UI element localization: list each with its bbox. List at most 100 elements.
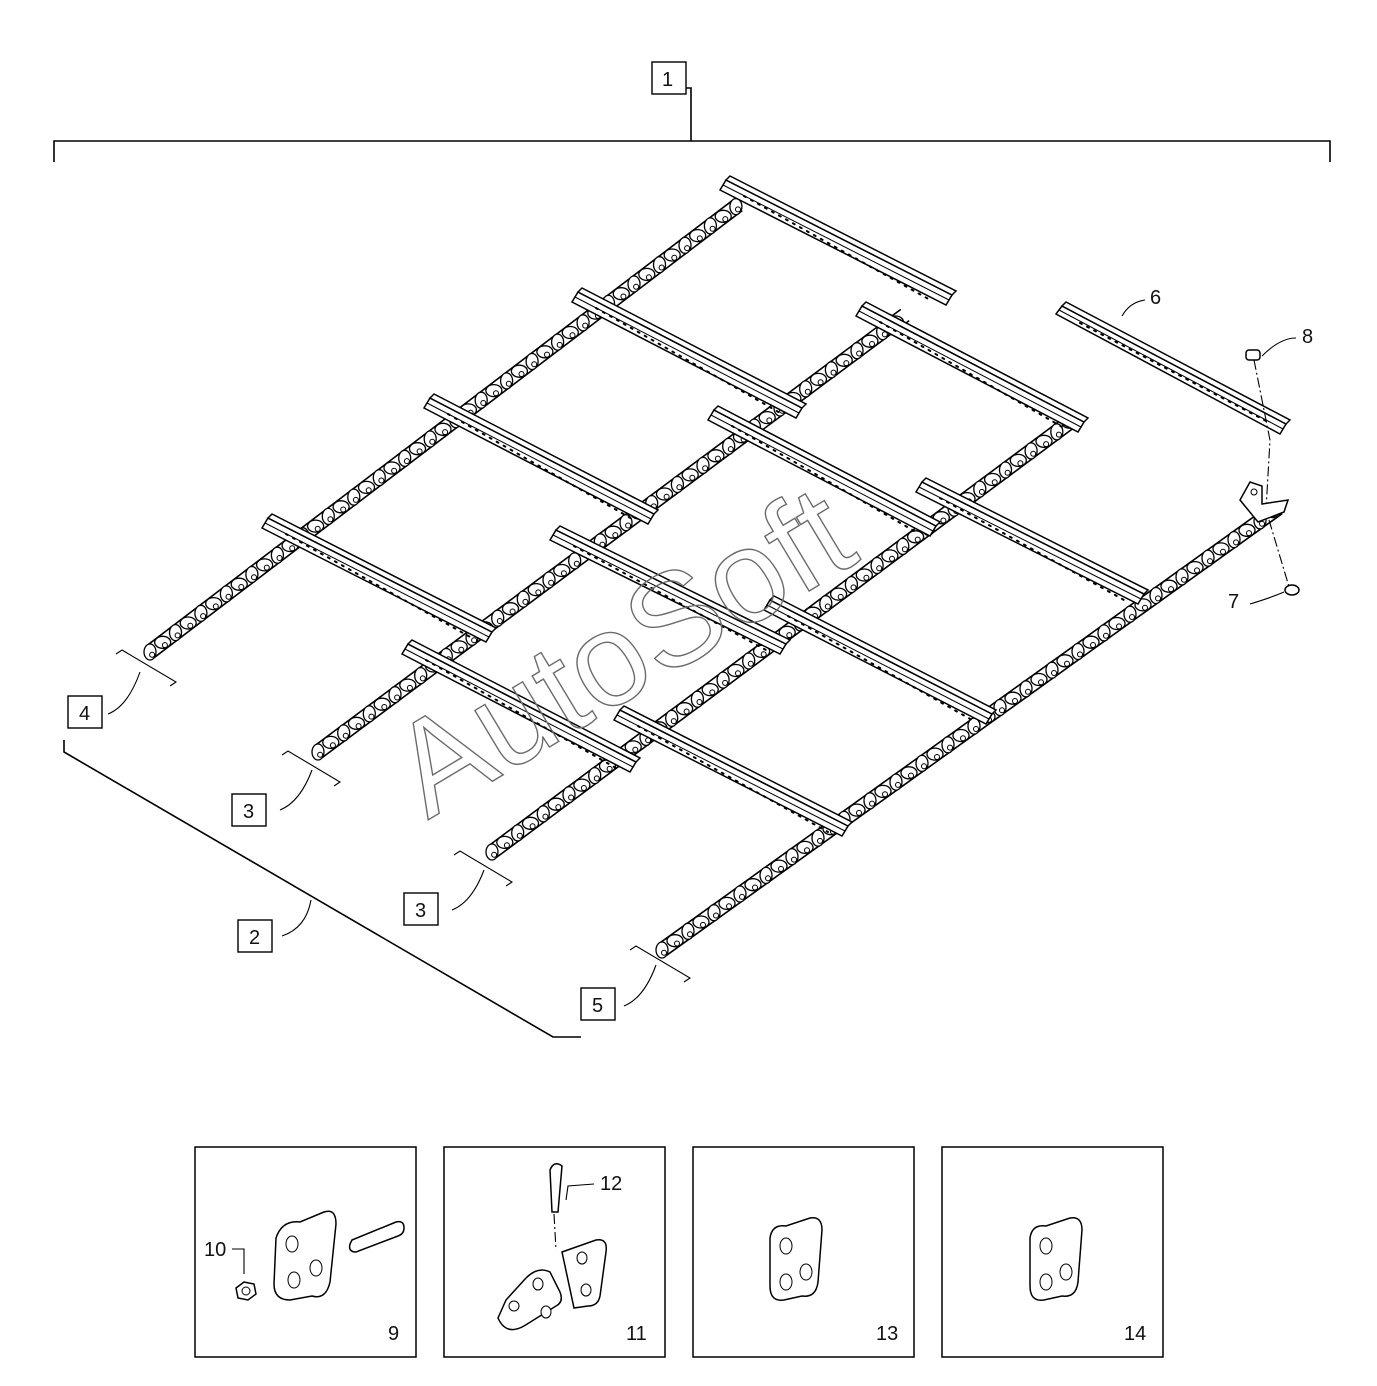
chain-roller (915, 754, 929, 773)
slat-bar (260, 513, 498, 643)
chain-pin (1017, 460, 1024, 467)
chain-pin (340, 506, 347, 513)
chain-pin (908, 772, 914, 779)
chain-pin (544, 351, 550, 358)
chain-pin (516, 832, 523, 839)
chain-pin (671, 254, 678, 261)
chain-pin (329, 742, 336, 749)
chain-pin (739, 893, 745, 900)
chain-pin (683, 708, 690, 715)
chain-pin (934, 754, 940, 760)
chain-roller (270, 546, 285, 564)
chain-roller (194, 604, 208, 622)
chain-pin (1051, 670, 1057, 676)
panel-13-number: 13 (876, 1323, 898, 1345)
chain-roller (799, 380, 813, 398)
chain-pin (901, 546, 908, 553)
panel-13: 13 (692, 1146, 915, 1358)
chain-pin (1181, 576, 1187, 583)
chain-pin (722, 679, 729, 686)
chain-pin (778, 865, 784, 872)
chain-pin (522, 598, 529, 605)
chain-pin (394, 694, 401, 701)
chain-pin (1207, 558, 1213, 565)
chain-pin (391, 467, 398, 474)
chain-pin (1233, 539, 1239, 546)
chain-pin (251, 574, 257, 581)
chain-pin (225, 593, 232, 600)
slat-bar (854, 301, 1090, 433)
chain-pin (999, 707, 1005, 714)
chain-pin (804, 847, 810, 854)
chain-pin (548, 579, 555, 586)
callout-7: 7 (1228, 591, 1239, 613)
chain-pin (727, 446, 734, 453)
chain-pin (403, 458, 410, 465)
chain-pin (212, 603, 219, 610)
panel-11-number: 11 (626, 1323, 647, 1345)
chain-pin (1077, 651, 1083, 658)
chain-pin (1103, 632, 1109, 639)
chain-roller (542, 571, 556, 589)
callout-3a: 3 (243, 801, 254, 823)
chain-pin (940, 517, 947, 524)
chain-pin (161, 642, 168, 649)
callout-2: 2 (249, 927, 260, 949)
chain-pin (573, 560, 580, 567)
chain-pin (722, 216, 729, 223)
chain-roller (896, 537, 910, 556)
chain-roller (973, 480, 987, 498)
chain-roller (722, 437, 736, 455)
chain-pin (276, 555, 283, 561)
chain-roller (670, 475, 685, 494)
chain-roller (681, 922, 695, 940)
chain-roller (759, 866, 773, 885)
chain-pin (684, 245, 691, 252)
slat-bar (762, 595, 998, 725)
chain-roller (474, 391, 488, 409)
chain-pin (752, 884, 758, 891)
chain-roller (525, 352, 539, 371)
chain-roller (1071, 642, 1085, 661)
chain-pin (625, 522, 632, 529)
chain-pin (830, 369, 837, 376)
chain-pin (869, 800, 875, 807)
chain-pin (817, 379, 824, 386)
chain-pin (881, 331, 888, 338)
chain-roller (414, 666, 428, 685)
chain-roller (1097, 624, 1111, 642)
slat-bar (400, 639, 642, 773)
chain-pin (735, 206, 741, 213)
chain-pin (914, 536, 921, 543)
chain-roller (690, 690, 705, 708)
chain-pin (1194, 567, 1200, 574)
chain-pin (689, 474, 696, 481)
chain-pin (314, 525, 321, 532)
chain-roller (678, 236, 692, 254)
chain-pin (658, 264, 665, 271)
chain-roller (337, 724, 351, 742)
chain-roller (785, 848, 799, 866)
chain-roller (696, 456, 710, 475)
chain-pin (889, 555, 895, 562)
chain-pin (442, 429, 449, 436)
chain-roller (536, 805, 550, 823)
chain-pin (837, 593, 844, 600)
chain-pin (1025, 688, 1031, 695)
chain-pin (542, 813, 549, 820)
chain-roller (863, 792, 877, 810)
assembly-bracket (53, 87, 1331, 162)
chain-pin (674, 940, 680, 947)
chain-roller (627, 275, 641, 293)
chain-roller (993, 698, 1007, 717)
chain-pin (1246, 530, 1252, 537)
chain-roller (707, 904, 721, 922)
chain-pin (200, 613, 207, 620)
chain-pin (856, 350, 863, 357)
chain-pin (696, 235, 703, 242)
chain-roller (665, 709, 679, 727)
chain-roller (321, 507, 335, 526)
chain-roller (941, 736, 955, 754)
chain-pin (368, 713, 375, 720)
